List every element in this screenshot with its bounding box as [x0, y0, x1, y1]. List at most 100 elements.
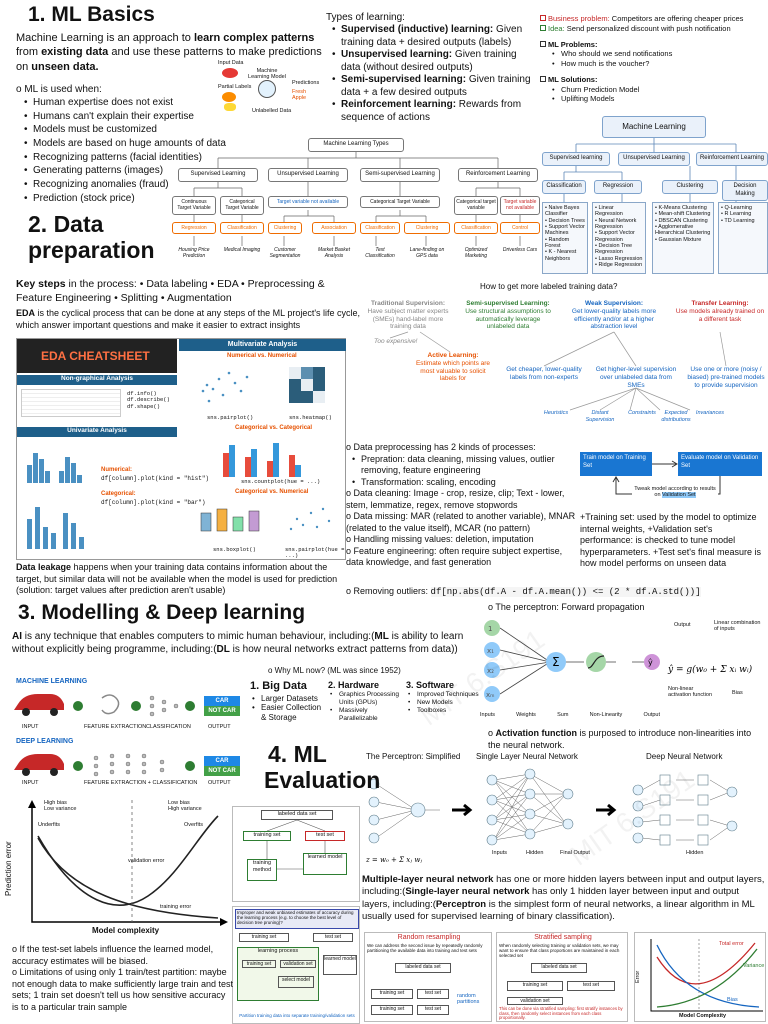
type-example-node: Text Classification [365, 247, 395, 259]
type-example-node: Medical Imaging [223, 247, 261, 253]
fruit-icon [222, 68, 238, 78]
decision-making-node: Decision Making [722, 180, 768, 201]
rr-labeled: labeled data set [395, 963, 451, 973]
rr-random-partitions: random partitions [457, 993, 480, 1006]
nn-title-simplified: The Perceptron: Simplified [366, 752, 461, 761]
numerical-hint: Numerical:df[column].plot(kind = "hist") [101, 467, 210, 482]
nn-final-output-label: Final Output [560, 850, 590, 856]
rr-test: test set [417, 989, 449, 999]
type-example-node: Customer Segmentation [269, 247, 301, 259]
type-task-node: Classification [454, 222, 498, 235]
business-case: Business problem: Competitors are offeri… [540, 14, 768, 104]
overfits-label: Overfits [184, 822, 203, 828]
dataframe-preview [21, 389, 121, 417]
types-heading: Types of learning: [326, 12, 405, 23]
evaluation-notes: o If the test-set labels influence the l… [12, 944, 233, 1012]
learning-process-box: learning process training set validation… [237, 947, 319, 1001]
low-bias-label: Low bias High variance [168, 800, 202, 813]
reinforcement-node: Reinforcement Learning [696, 152, 768, 166]
eda-definition: EDA is the cyclical process that can be … [16, 308, 361, 330]
countplot-code: sns.countplot(hue = ...) [241, 478, 321, 485]
ml-problem-item: Who should we send notifications [550, 49, 768, 59]
key-steps: Key steps in the process: • Data labelin… [16, 278, 325, 304]
svg-text:1: 1 [488, 625, 492, 633]
supervised-node: Supervised learning [542, 152, 610, 166]
ml-root-node: Machine Learning [602, 116, 706, 138]
heatmap-code: sns.heatmap() [289, 414, 332, 421]
catnum-plots [200, 507, 331, 532]
higher-level-supervision: Get higher-level supervision over unlabe… [595, 366, 677, 389]
preprocessing-item: Prepration: data cleaning, missing value… [350, 454, 578, 477]
unsupervised-node: Unsupervised Learning [618, 152, 690, 166]
mlp-definition: Multiple-layer neural network has one or… [362, 874, 765, 923]
target-not-available: Target variable not available [268, 196, 348, 209]
section2-title-2: preparation [28, 237, 155, 263]
data-leakage: Data leakage happens when your training … [16, 562, 338, 596]
learning-types-list: Supervised (inductive) learning: Given t… [330, 24, 535, 124]
type-example-node: Driverless Cars [502, 247, 538, 253]
ml-taxonomy-tree: Machine Learning Supervised learning Uns… [540, 110, 768, 280]
bv-bias: Bias [727, 997, 738, 1003]
tweak-note: Tweak model according to results on Vali… [632, 486, 718, 499]
ml-step-classification: CLASSIFICATION [146, 724, 191, 730]
unlabelled-data-label: Unlabelled Data [252, 108, 292, 114]
nn-comparison: The Perceptron: Simplified Single Layer … [360, 750, 768, 872]
flow-training-method: training method [247, 859, 277, 881]
ml-use-item: Prediction (stock price) [22, 192, 232, 206]
checkbox-icon [540, 24, 546, 31]
type-example-node: Lane-finding on GPS data [409, 247, 445, 259]
ml-use-item: Humans can't explain their expertise [22, 110, 232, 124]
svg-text:x₁: x₁ [487, 647, 494, 655]
supervision-source: Invariances [695, 410, 725, 416]
type-example-node: Market Basket Analysis [318, 247, 350, 259]
ml-use-item: Recognizing anomalies (fraud) [22, 178, 232, 192]
learning-type-item: Unsupervised learning: Given training da… [330, 49, 535, 74]
section1-title: 1. ML Basics [28, 3, 155, 26]
type-semisupervised: Semi-supervised Learning [360, 168, 440, 182]
target-continuous: Continuous Target Variable [172, 196, 216, 215]
ml-definition: Machine Learning is an approach to learn… [16, 32, 322, 73]
prediction-error-axis: Prediction error [4, 841, 13, 896]
bias-variance-tradeoff: Error Total error Variance Bias Model Co… [634, 932, 766, 1022]
ss-train: training set [507, 981, 563, 991]
ml-row-label: MACHINE LEARNING [16, 678, 88, 685]
learning-type-item: Semi-supervised learning: Given training… [330, 74, 535, 99]
rr-train-2: training set [371, 1005, 413, 1015]
cheatsheet-title: EDA CHEATSHEET [41, 349, 150, 363]
ml-model-mini-diagram: Input Data Partial Labels Machine Learni… [218, 60, 320, 118]
learning-type-item: Supervised (inductive) learning: Given t… [330, 24, 535, 49]
svg-text:ŷ = g(w₀ + Σ xᵢ wᵢ): ŷ = g(w₀ + Σ xᵢ wᵢ) [667, 664, 753, 675]
svg-text:Σ: Σ [552, 655, 560, 669]
dl-step-feature-class: FEATURE EXTRACTION + CLASSIFICATION [84, 780, 198, 786]
ss-test: test set [567, 981, 615, 991]
section4-title-2: Evaluation [264, 767, 381, 793]
stratified-desc: When randomly selecting training or vali… [499, 943, 620, 958]
type-example-node: Housing Price Prediction [178, 247, 210, 259]
types-root-node: Machine Learning Types [308, 138, 404, 152]
outlier-removal: o Removing outliers: df[np.abs(df.A - df… [346, 586, 701, 597]
type-task-node: Clustering [268, 222, 302, 235]
nn-title-deep: Deep Neural Network [646, 752, 723, 761]
ml-solution-item: Uplifting Models [550, 94, 768, 104]
perceptron-heading: o The perceptron: Forward propagation [488, 602, 645, 612]
ai-definition: AI is any technique that enables compute… [12, 631, 464, 655]
ml-use-item: Models must be customized [22, 123, 232, 137]
predictions-label: Predictions [292, 80, 320, 86]
pairplot-hue-code: sns.pairplot(hue = ...) [285, 546, 345, 560]
bv-model-complexity: Model Complexity [679, 1013, 727, 1019]
random-resampling-desc: We can address the second issue by repea… [367, 943, 483, 953]
holdout-flow: labeled data set training set test set t… [232, 806, 360, 902]
supervision-source: Distant Supervision [585, 410, 615, 423]
checkbox-icon [540, 15, 546, 21]
dl-row-label: DEEP LEARNING [16, 738, 74, 745]
learning-type-item: Reinforcement learning: Rewards from seq… [330, 99, 535, 124]
pillar-column: 1. Big DataLarger DatasetsEasier Collect… [250, 680, 328, 723]
section4-title: 4. ML [268, 741, 327, 767]
semi-supervised-box: Semi-supervised Learning:Use structural … [465, 300, 551, 331]
ml-now-pillars: 1. Big DataLarger DatasetsEasier Collect… [250, 680, 486, 744]
